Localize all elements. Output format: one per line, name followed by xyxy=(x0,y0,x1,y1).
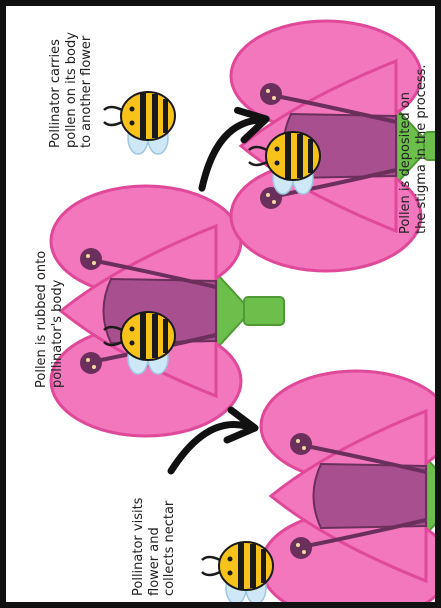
bee-icon xyxy=(202,542,273,604)
caption-line: Pollinator carries xyxy=(48,32,64,148)
caption-step-3: Pollinator carries pollen on its body to… xyxy=(48,32,95,148)
caption-step-1: Pollinator visits flower and collects ne… xyxy=(131,498,178,596)
caption-line: the stigma in the process. xyxy=(414,64,430,234)
caption-line: pollinator's body xyxy=(50,251,66,388)
caption-line: flower and xyxy=(147,498,163,596)
caption-line: collects nectar xyxy=(162,498,178,596)
caption-line: Pollen is rubbed onto xyxy=(34,251,50,388)
caption-step-4: Pollen is deposited on the stigma in the… xyxy=(398,64,429,234)
bee-icon xyxy=(104,92,175,154)
caption-line: pollen on its body xyxy=(64,32,80,148)
caption-step-2: Pollen is rubbed onto pollinator's body xyxy=(34,251,65,388)
caption-line: to another flower xyxy=(79,32,95,148)
flower-icon xyxy=(261,371,441,608)
caption-line: Pollinator visits xyxy=(131,498,147,596)
caption-line: Pollen is deposited on xyxy=(398,64,414,234)
